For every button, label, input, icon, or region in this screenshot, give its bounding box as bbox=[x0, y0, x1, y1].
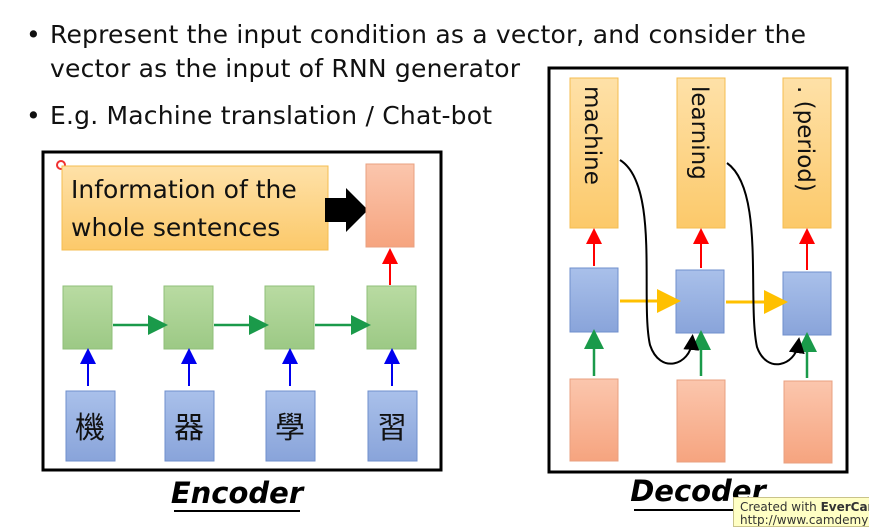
encoder-cell bbox=[62, 285, 113, 350]
encoder-cell bbox=[366, 285, 417, 350]
bullet-icon: • bbox=[26, 20, 41, 49]
output-token: learning bbox=[686, 86, 712, 180]
encoder-output-vector bbox=[365, 163, 415, 248]
evercam-watermark: Created with EverCam http://www.camdemy bbox=[733, 497, 869, 527]
encoder-cell bbox=[163, 285, 214, 350]
input-token: 習 bbox=[377, 411, 407, 446]
bullet-icon: • bbox=[26, 101, 41, 130]
feedback-curve-arrow bbox=[619, 159, 700, 365]
encoder-cell bbox=[264, 285, 315, 350]
feedback-curve-arrow bbox=[726, 162, 805, 366]
output-token: machine bbox=[579, 86, 605, 185]
decoder-input-box bbox=[783, 380, 833, 464]
input-token: 學 bbox=[275, 411, 305, 446]
decoder-input-box bbox=[569, 378, 619, 462]
input-token-box bbox=[265, 390, 316, 462]
output-token-box bbox=[569, 77, 619, 229]
watermark-brand: EverCam bbox=[820, 500, 869, 514]
decoder-cell bbox=[569, 267, 619, 333]
watermark-prefix: Created with bbox=[740, 500, 821, 514]
bullet-1-line-2: vector as the input of RNN generator bbox=[50, 54, 521, 83]
input-token-box bbox=[164, 390, 215, 462]
output-token: . (period) bbox=[792, 86, 818, 192]
decoder-input-box bbox=[676, 379, 726, 463]
block-arrow-icon bbox=[325, 188, 368, 232]
output-token-box bbox=[676, 77, 726, 229]
decoder-cell bbox=[675, 269, 725, 334]
cursor-pointer-icon bbox=[56, 160, 66, 170]
decoder-cell bbox=[782, 271, 832, 336]
bullet-2: E.g. Machine translation / Chat-bot bbox=[50, 101, 493, 130]
input-token: 機 bbox=[75, 411, 105, 446]
encoder-label: Encoder bbox=[171, 476, 305, 510]
info-box-line-2: whole sentences bbox=[71, 213, 280, 242]
watermark-url: http://www.camdemy bbox=[740, 513, 869, 527]
info-box-line-1: Information of the bbox=[71, 175, 297, 204]
input-token-box bbox=[65, 390, 116, 462]
encoder-rnn-cells bbox=[62, 285, 417, 350]
input-token-box bbox=[367, 390, 418, 462]
info-box bbox=[61, 165, 329, 251]
input-token: 器 bbox=[174, 411, 204, 446]
bullet-1-line-1: Represent the input condition as a vecto… bbox=[50, 20, 807, 49]
